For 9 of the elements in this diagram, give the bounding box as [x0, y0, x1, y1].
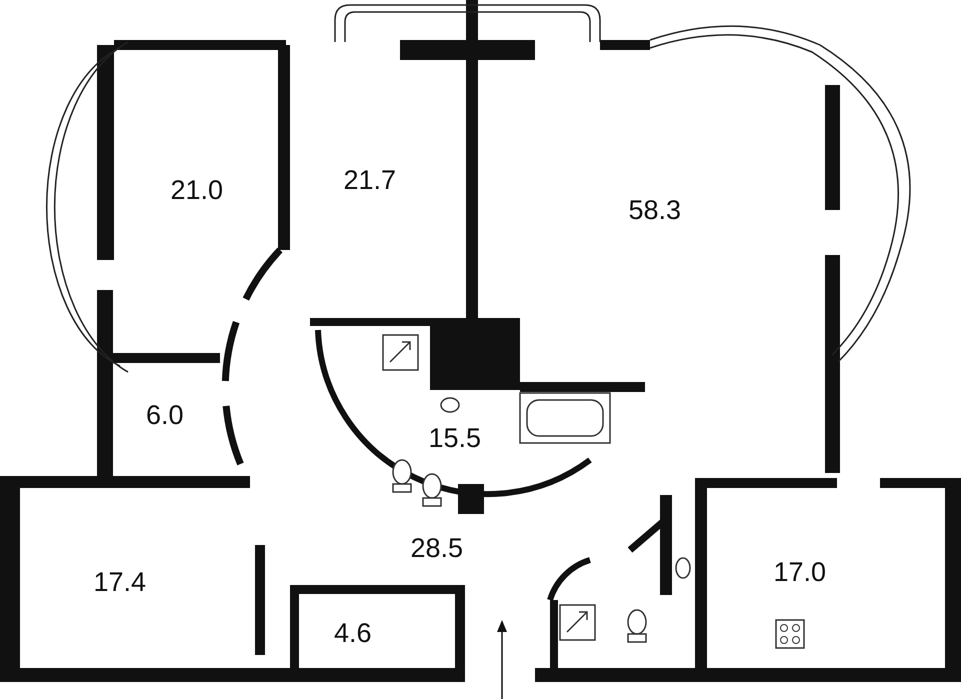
room-area-label: 21.0 [170, 176, 224, 204]
room-area-label: 6.0 [146, 402, 184, 428]
room-area-label: 15.5 [428, 424, 482, 452]
room-area-label: 21.7 [344, 166, 396, 194]
room-area-label: 58.3 [628, 196, 682, 224]
room-area-label: 28.5 [410, 534, 464, 562]
room-area-label: 17.4 [94, 568, 146, 596]
room-area-label: 17.0 [774, 558, 826, 586]
room-area-label: 4.6 [334, 620, 372, 646]
